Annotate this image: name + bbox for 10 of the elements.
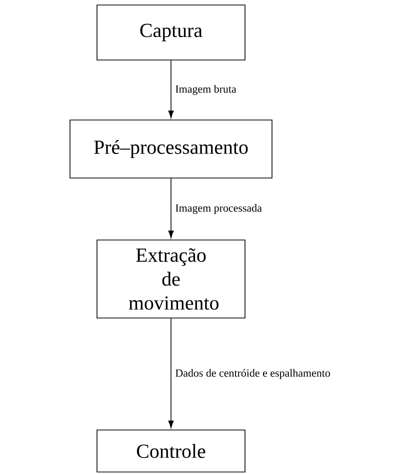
arrow — [168, 60, 174, 118]
edge-label: Dados de centróide e espalhamento — [176, 369, 330, 379]
process-box: Captura — [96, 4, 246, 60]
edge-label: Imagem bruta — [176, 85, 236, 95]
arrow — [168, 318, 174, 428]
process-box: Extração de movimento — [96, 240, 246, 318]
edge-label: Imagem processada — [176, 204, 262, 214]
arrow — [168, 178, 174, 238]
process-box: Controle — [96, 430, 246, 472]
process-box: Pré–processamento — [70, 120, 272, 178]
